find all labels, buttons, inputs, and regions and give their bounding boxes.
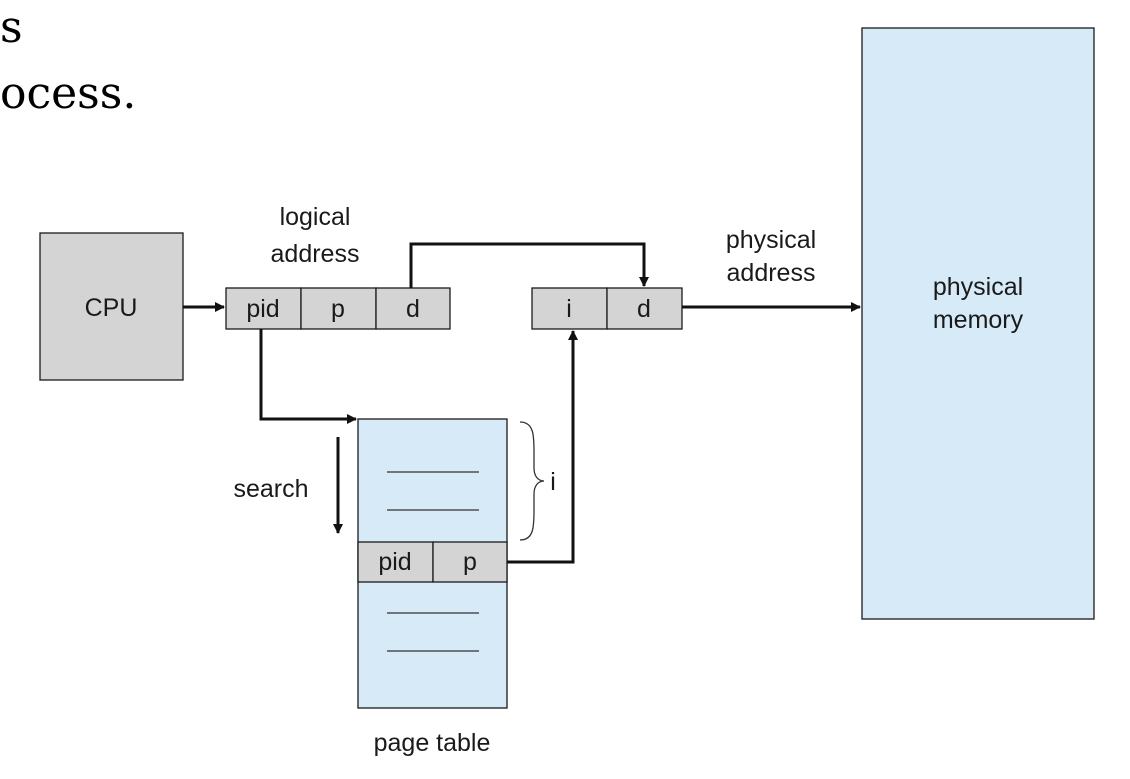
page-table-entry-p: p	[463, 548, 477, 576]
page-table-entry-pid: pid	[378, 548, 411, 576]
physical-field-d: d	[637, 295, 651, 323]
index-label: i	[550, 468, 556, 496]
logical-field-p-box	[300, 287, 377, 330]
physical-field-i: i	[566, 295, 572, 323]
physical-field-i-box	[531, 287, 608, 330]
physical-address-label-line2: address	[727, 259, 816, 287]
logical-address-label-line2: address	[271, 240, 360, 268]
slide-text-line-2: ocess.	[0, 68, 137, 119]
logical-field-pid-box	[225, 287, 302, 330]
index-brace	[519, 421, 545, 541]
page-table-entry-p-box	[432, 541, 508, 583]
pid-to-page-table-arrow	[259, 329, 357, 424]
logical-address-register: pid p d	[225, 287, 451, 330]
physical-memory-label-line1: physical	[933, 273, 1023, 301]
slide-text-line-1: s	[0, 2, 23, 53]
logical-field-pid: pid	[246, 295, 279, 323]
page-table-entry-pid-box	[357, 541, 434, 583]
physical-memory-label-line2: memory	[933, 306, 1024, 334]
page-table-to-index-arrow	[507, 330, 578, 564]
logical-field-d: d	[406, 295, 420, 323]
page-table: pid p	[357, 418, 508, 709]
physical-address-label-line1: physical	[726, 226, 816, 254]
search-label: search	[233, 475, 308, 503]
page-table-label: page table	[374, 729, 491, 757]
logical-field-p: p	[331, 295, 345, 323]
physical-address-register: i d	[531, 287, 683, 330]
physical-field-d-box	[606, 287, 683, 330]
offset-d-to-physical-arrow	[409, 242, 649, 288]
physical-memory-box	[861, 27, 1095, 620]
cpu-label: CPU	[85, 294, 138, 322]
logical-field-d-box	[375, 287, 451, 330]
logical-address-label-line1: logical	[280, 203, 351, 231]
